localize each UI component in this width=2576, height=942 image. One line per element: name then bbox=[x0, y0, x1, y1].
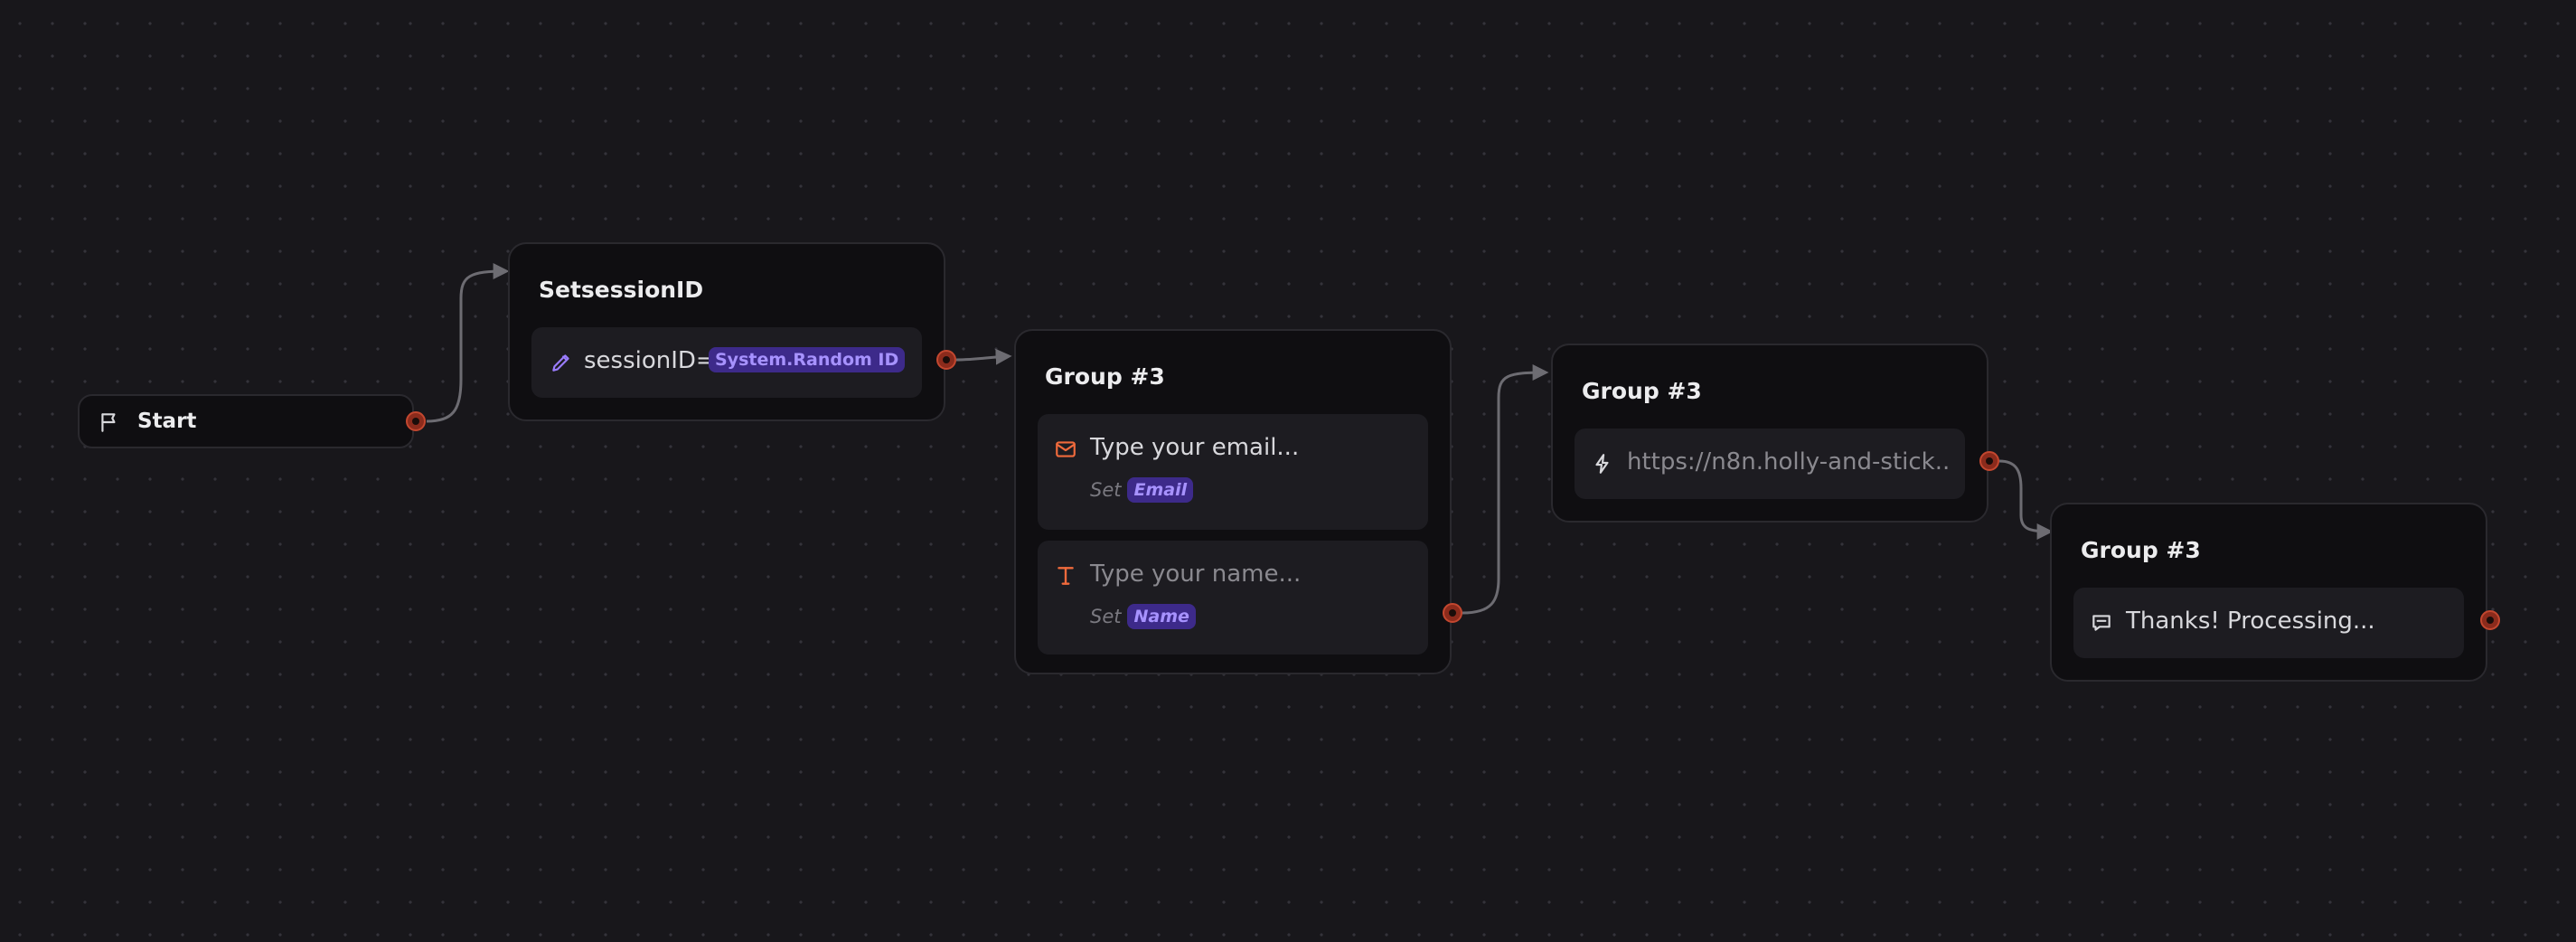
set-variable-block[interactable]: sessionID= System.Random ID bbox=[531, 327, 922, 398]
chat-bubble-icon bbox=[2092, 615, 2111, 631]
text-bubble-block[interactable]: Thanks! Processing... bbox=[2073, 588, 2464, 658]
setsession-output-port[interactable] bbox=[936, 350, 956, 370]
name-prompt: Type your name... bbox=[1090, 560, 1302, 588]
lightning-icon bbox=[1595, 454, 1609, 474]
start-node[interactable]: Start bbox=[78, 394, 414, 448]
flag-icon bbox=[101, 413, 116, 432]
text-input-icon bbox=[1058, 567, 1074, 585]
variable-tag: System.Random ID bbox=[709, 347, 906, 372]
webhook-url: https://n8n.holly-and-stick... bbox=[1627, 448, 1949, 476]
webhook-block[interactable]: https://n8n.holly-and-stick... bbox=[1575, 429, 1965, 499]
email-prompt: Type your email... bbox=[1090, 434, 1300, 461]
message-output-port[interactable] bbox=[2480, 610, 2500, 630]
start-label: Start bbox=[137, 410, 197, 433]
edge-group1-to-group2 bbox=[1462, 364, 1549, 615]
edge-start-to-setsession bbox=[426, 263, 510, 423]
setsession-node[interactable]: SetsessionID sessionID= System.Random ID bbox=[508, 242, 945, 421]
node-title: Group #3 bbox=[2081, 537, 2201, 563]
variable-assignment: sessionID= bbox=[584, 347, 716, 374]
edge-setsession-to-group1 bbox=[955, 348, 1012, 365]
edge-group2-to-group3 bbox=[1998, 459, 2054, 540]
set-label: Set bbox=[1090, 606, 1122, 627]
webhook-output-port[interactable] bbox=[1979, 451, 1999, 471]
pencil-icon bbox=[552, 354, 569, 372]
message-text: Thanks! Processing... bbox=[2126, 608, 2375, 635]
node-title: SetsessionID bbox=[539, 277, 704, 303]
node-title: Group #3 bbox=[1582, 378, 1702, 404]
set-label: Set bbox=[1090, 479, 1122, 501]
webhook-group-node[interactable]: Group #3 https://n8n.holly-and-stick... bbox=[1551, 344, 1988, 523]
node-title: Group #3 bbox=[1045, 363, 1165, 390]
mail-icon bbox=[1056, 441, 1076, 457]
group-output-port[interactable] bbox=[1443, 603, 1462, 623]
start-output-port[interactable] bbox=[406, 411, 426, 431]
variable-tag: Name bbox=[1127, 604, 1196, 629]
variable-tag: Email bbox=[1127, 477, 1194, 503]
message-group-node[interactable]: Group #3 Thanks! Processing... bbox=[2050, 503, 2487, 682]
